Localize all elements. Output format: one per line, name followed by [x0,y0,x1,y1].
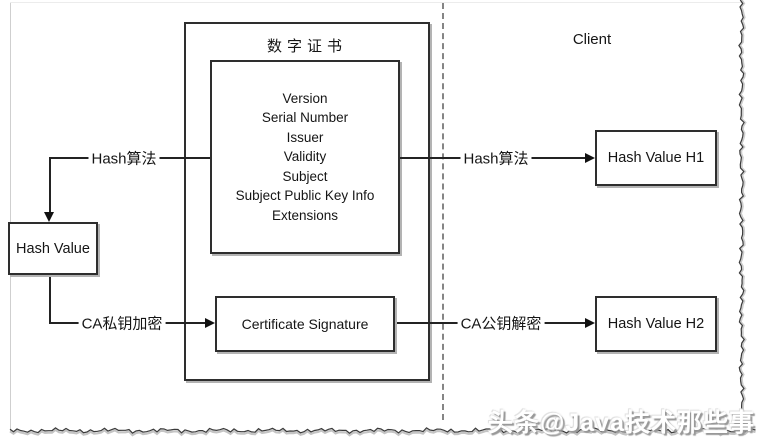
frame-top-line [10,2,742,3]
arrowhead-into-certificate-signature [205,317,215,328]
label-ca-public-key-decrypt: CA公钥解密 [457,312,545,334]
cert-field-serial-number: Serial Number [261,110,349,126]
arrowhead-into-hash-value [44,212,54,222]
watermark-text: 头条@Java技术那些事 [488,409,755,437]
certificate-signature-box: Certificate Signature [215,296,395,352]
label-ca-private-key-encrypt: CA私钥加密 [78,312,166,334]
cert-field-issuer: Issuer [286,129,324,145]
cert-field-version: Version [282,90,328,106]
label-hash-algorithm-left: Hash算法 [88,147,160,169]
hash-value-h1-box-label: Hash Value H1 [607,150,705,166]
hash-value-box: Hash Value [8,222,98,275]
hash-value-h1-box: Hash Value H1 [595,130,717,186]
label-hash-algorithm-right: Hash算法 [460,147,532,169]
cert-field-subject-public-key-info: Subject Public Key Info [235,188,375,204]
cert-field-subject: Subject [282,168,328,184]
certificate-fields-box: Version Serial Number Issuer Validity Su… [210,60,400,254]
hash-value-h2-box-label: Hash Value H2 [607,316,705,332]
cert-field-extensions: Extensions [271,207,339,223]
dashed-divider-line [442,3,444,420]
hash-value-box-label: Hash Value [16,240,90,257]
certificate-signature-box-label: Certificate Signature [241,316,369,332]
connector-hashvalue-down [49,275,51,323]
client-area-label: Client [572,31,612,48]
arrowhead-into-hash-value-h2 [585,317,595,328]
digital-certificate-title: 数字证书 [266,38,347,55]
hash-value-h2-box: Hash Value H2 [595,296,717,352]
connector-hash-left-vertical [49,157,51,214]
cert-field-validity: Validity [283,149,327,165]
arrowhead-into-hash-value-h1 [585,152,595,163]
frame-left-line [10,2,11,431]
